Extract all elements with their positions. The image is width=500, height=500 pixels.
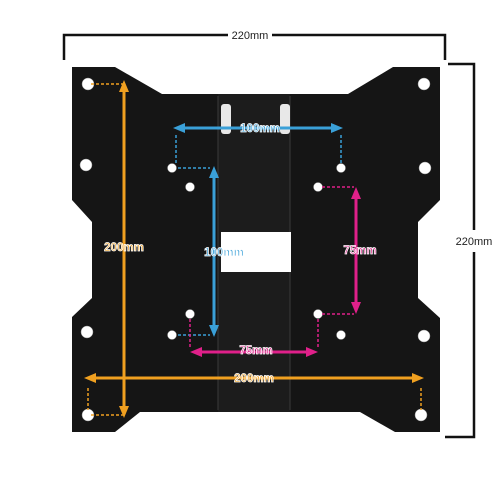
hole-side-r-lower <box>417 329 431 343</box>
hole-vesa100-tl <box>167 163 177 173</box>
hole-side-l-lower <box>80 325 94 339</box>
vesa100-dimensions <box>173 123 343 337</box>
hole-vesa75-br <box>313 309 323 319</box>
plate-holes <box>79 77 432 422</box>
vesa200-dimensions <box>84 80 424 418</box>
vesa200-horizontal-label: 200mm <box>234 373 274 385</box>
center-cutout <box>221 232 291 272</box>
hole-vesa75-tl <box>185 182 195 192</box>
vesa200-vertical-label: 200mm <box>104 242 144 254</box>
vesa75-vertical-label: 75mm <box>343 245 376 257</box>
vesa75-dimensions <box>189 186 361 357</box>
vesa100-horizontal-label: 100mm <box>240 123 280 135</box>
hole-vesa75-bl <box>185 309 195 319</box>
hole-side-l-upper <box>79 158 93 172</box>
hole-side-r-upper <box>418 161 432 175</box>
outer-height-label: 220mm <box>456 236 493 248</box>
hole-corner-br <box>414 408 428 422</box>
hole-corner-tr <box>417 77 431 91</box>
center-rail <box>217 94 291 412</box>
hole-vesa75-tr <box>313 182 323 192</box>
outer-width-label: 220mm <box>232 30 269 42</box>
hole-vesa100-tr <box>336 163 346 173</box>
hole-vesa100-br <box>336 330 346 340</box>
hole-vesa100-bl <box>167 330 177 340</box>
outer-height-dimension: 220mm <box>445 62 493 439</box>
vesa75-horizontal-label: 75mm <box>239 345 272 357</box>
outer-width-dimension: 220mm <box>62 30 447 60</box>
vesa100-vertical-label: 100mm <box>204 247 244 259</box>
